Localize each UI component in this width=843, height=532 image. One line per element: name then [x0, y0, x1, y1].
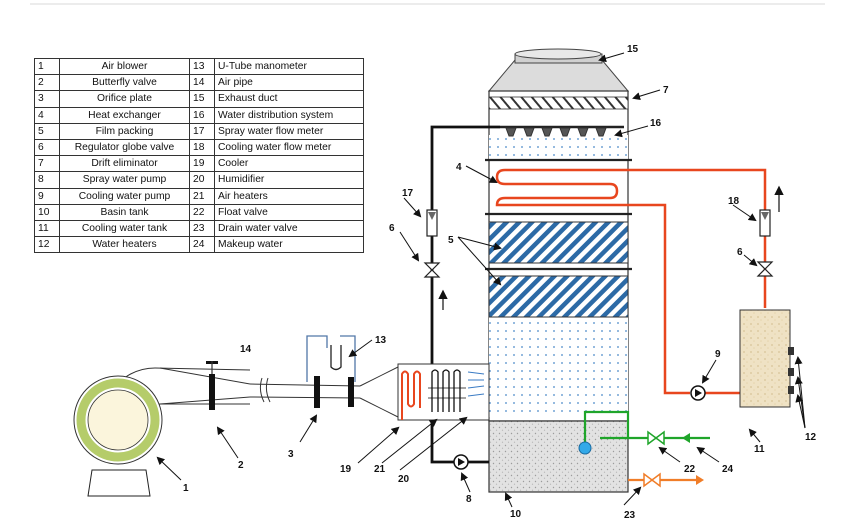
basin-tank: [488, 420, 629, 493]
callout-19: 19: [340, 464, 352, 475]
leader-arrows: [156, 52, 806, 508]
butterfly-valve: [206, 361, 218, 410]
callout-labels: 1 2 3 4 5 6 6 7 8 9 10 11 12 13 14 15 16…: [183, 44, 817, 521]
callout-20: 20: [398, 474, 410, 485]
water-heaters: [788, 347, 794, 394]
regulator-valve-cooling: [756, 261, 774, 277]
callout-12: 12: [805, 432, 817, 443]
film-packing-upper: [488, 221, 629, 264]
callout-5: 5: [448, 235, 454, 246]
callout-3: 3: [288, 449, 294, 460]
callout-7: 7: [663, 85, 669, 96]
tower-body: [485, 90, 632, 493]
drift-eliminator: [488, 96, 629, 110]
makeup-flow-arrow: [682, 433, 690, 443]
regulator-valve-spray: [423, 262, 441, 278]
callout-23: 23: [624, 510, 636, 521]
drain-flow-arrow: [696, 475, 704, 485]
callout-21: 21: [374, 464, 386, 475]
top-border: [30, 3, 825, 5]
callout-11: 11: [754, 444, 765, 455]
cooler: [401, 370, 421, 420]
spray-zone: [489, 135, 628, 160]
callout-8: 8: [466, 494, 472, 505]
callout-6-spray: 6: [389, 223, 395, 234]
callout-2: 2: [238, 460, 244, 471]
drain-water-valve: [643, 472, 661, 488]
callout-6-cooling: 6: [737, 247, 743, 258]
cooling-water-pump: [690, 385, 706, 401]
air-heaters: [428, 369, 466, 412]
float-ball: [578, 441, 592, 455]
callout-18: 18: [728, 196, 740, 207]
heat-exchanger: [495, 168, 767, 395]
orifice-plate: [314, 376, 354, 408]
spray-water-flow-meter: [426, 209, 438, 237]
callout-10: 10: [510, 509, 522, 520]
cooling-water-flow-meter: [759, 209, 771, 237]
humidifier: [467, 371, 485, 397]
legend-number: 12: [34, 236, 60, 254]
water-distribution-system: [500, 125, 624, 137]
callout-15: 15: [627, 44, 639, 55]
callout-22: 22: [684, 464, 696, 475]
spray-water-pump: [453, 454, 469, 470]
callout-1: 1: [183, 483, 189, 494]
air-pipe-break: [259, 377, 271, 403]
legend-component: Makeup water: [214, 236, 364, 254]
cooling-water-tank: [739, 309, 791, 408]
spray-water-line: [430, 125, 500, 464]
callout-4: 4: [456, 162, 462, 173]
callout-14: 14: [240, 344, 252, 355]
air-blower: [73, 375, 163, 497]
callout-13: 13: [375, 335, 387, 346]
u-tube-manometer: [306, 335, 356, 382]
callout-9: 9: [715, 349, 721, 360]
film-packing-lower: [488, 275, 629, 318]
callout-17: 17: [402, 188, 414, 199]
exhaust-duct: [487, 48, 630, 92]
callout-16: 16: [650, 118, 662, 129]
callout-24: 24: [722, 464, 734, 475]
float-valve: [647, 430, 665, 446]
legend-component: Water heaters: [59, 236, 190, 254]
rain-zone: [489, 315, 628, 417]
